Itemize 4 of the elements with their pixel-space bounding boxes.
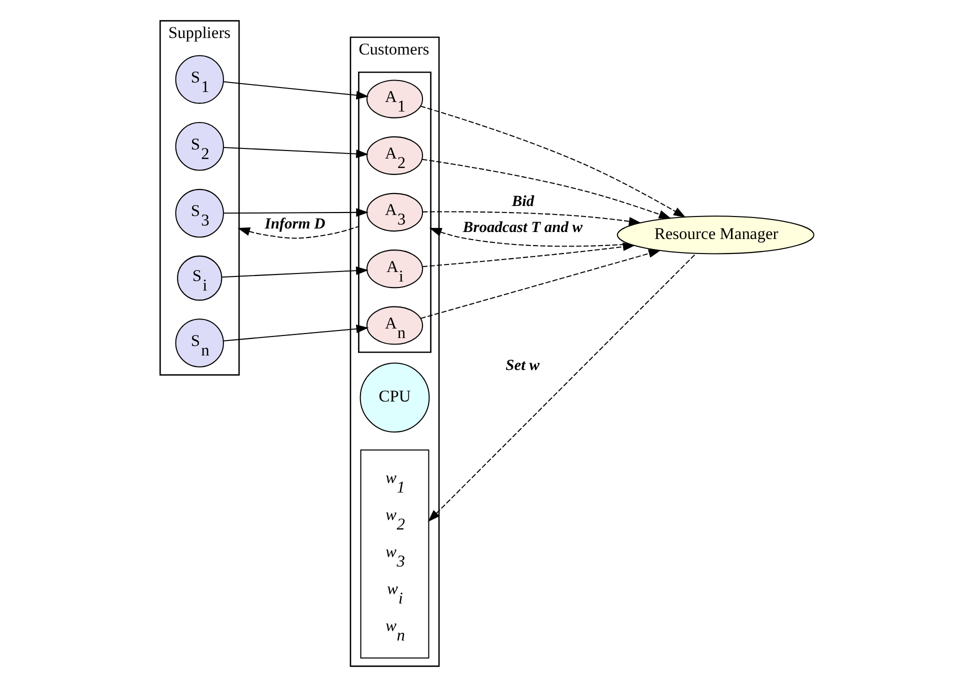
edge-label: Inform D — [264, 216, 326, 233]
edge-label: Broadcast T and w — [462, 218, 583, 236]
edge-label: Bid — [512, 193, 534, 210]
edge-label: Set w — [506, 356, 540, 374]
